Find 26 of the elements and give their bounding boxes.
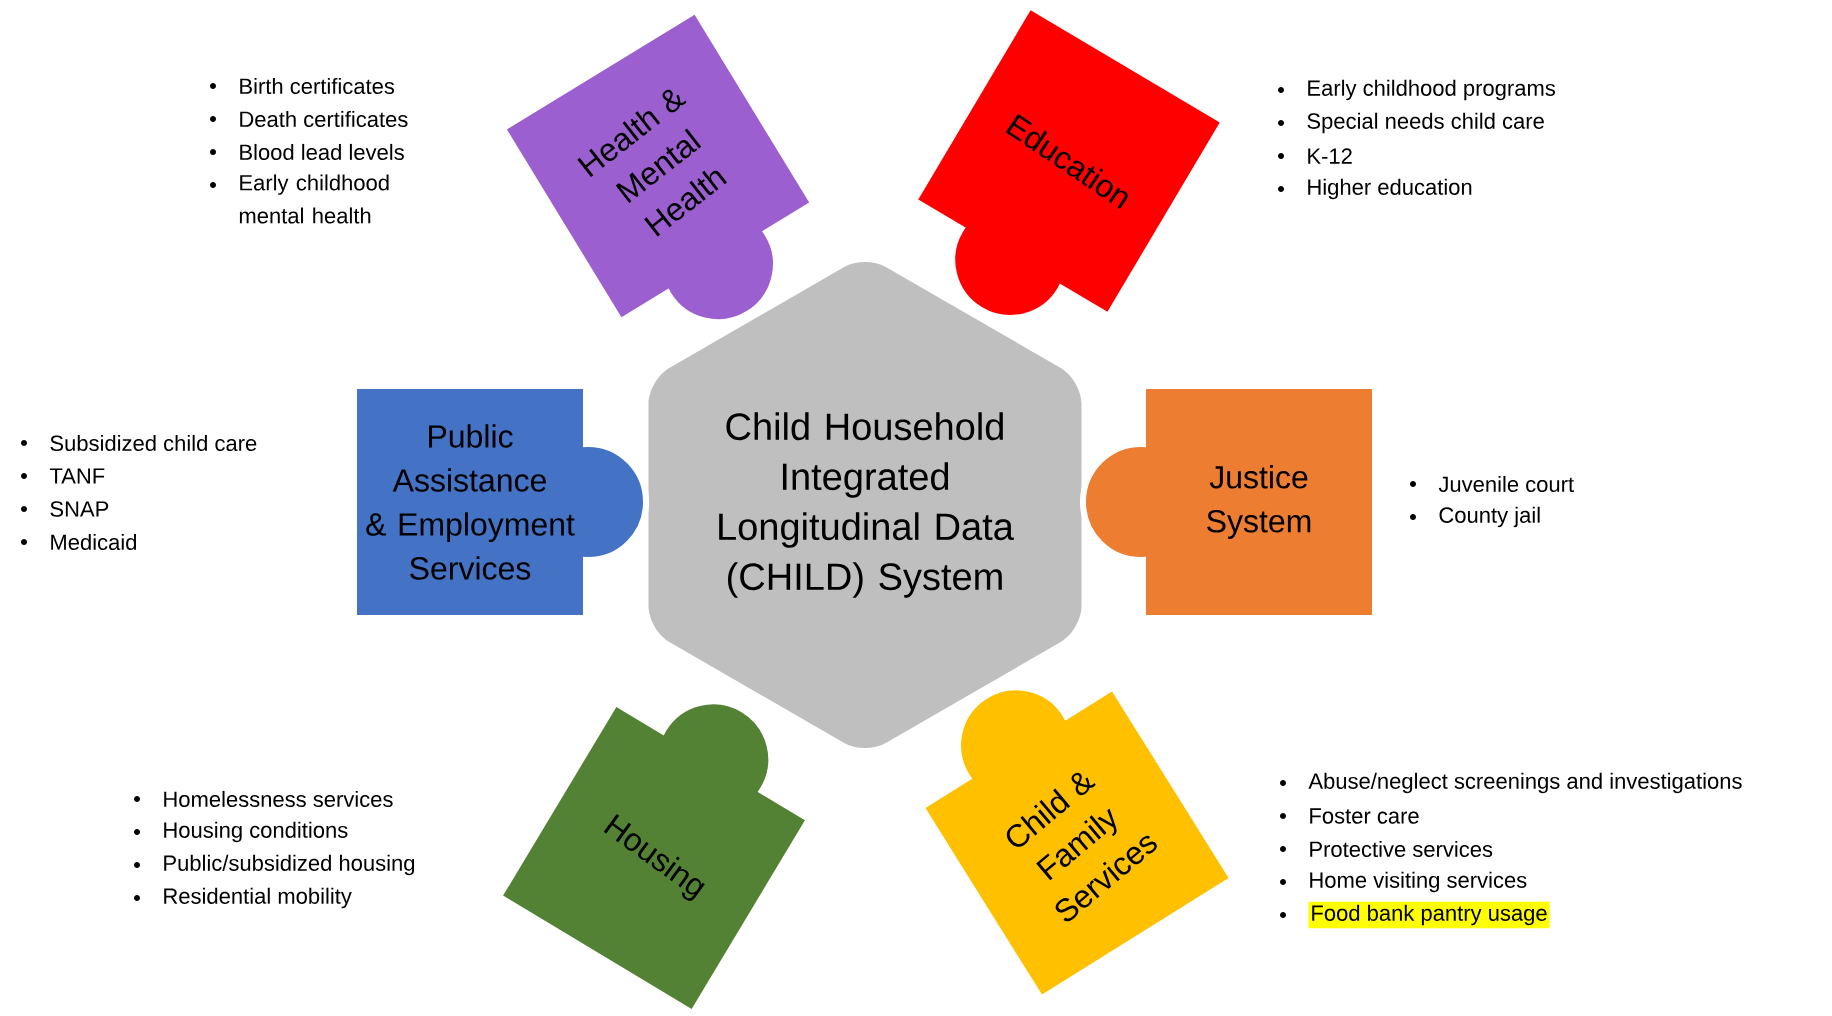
list-item: Public/subsidized housing: [134, 854, 415, 876]
list-item: Juvenile court: [1410, 475, 1574, 493]
list-item: Blood lead levels: [210, 143, 404, 161]
list-item: Higher education: [1278, 178, 1472, 200]
list-item: Home visiting services: [1280, 871, 1527, 893]
list-item: Residential mobility: [134, 887, 352, 909]
puzzle-piece: Justice System: [1080, 389, 1372, 615]
puzzle-piece: Public Assistance & Employment Services: [357, 389, 649, 615]
list-item: Early childhood programs: [1278, 79, 1555, 101]
list-item: SNAP: [21, 501, 109, 517]
list-item: Housing conditions: [134, 821, 348, 843]
list-item: Abuse/neglect screenings and investigations: [1280, 772, 1742, 794]
list-item: Subsidized child care: [21, 434, 257, 452]
list-item: K-12: [1278, 148, 1352, 164]
list-item: TANF: [21, 468, 105, 484]
list-item: Food bank pantry usage: [1280, 901, 1550, 929]
list-item: Death certificates: [210, 110, 408, 128]
list-item: County jail: [1410, 506, 1540, 528]
list-item: Special needs child care: [1278, 112, 1544, 134]
list-item: Protective services: [1280, 840, 1493, 858]
list-item: Medicaid: [21, 533, 136, 551]
list-item: Birth certificates: [210, 77, 395, 95]
gear: Child Household Integrated Longitudinal Data (CHILD) System: [648, 262, 1082, 748]
list-item: Early childhood mental health: [210, 174, 389, 224]
list-item: Homelessness services: [134, 790, 393, 808]
list-item: Foster care: [1280, 808, 1419, 824]
